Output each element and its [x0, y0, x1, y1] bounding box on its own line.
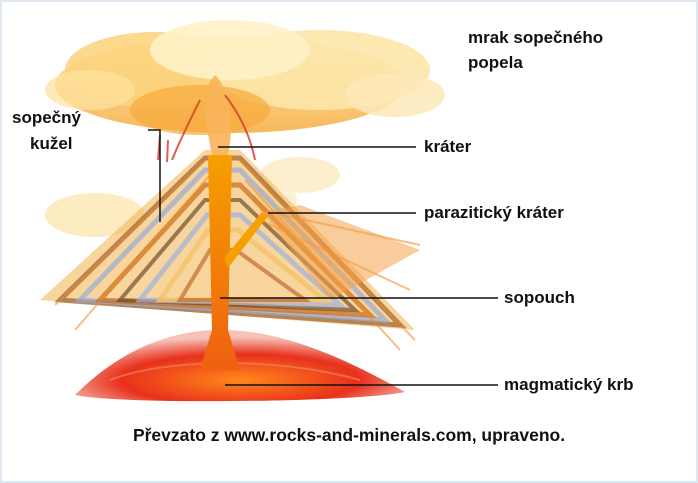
magma-chamber-label: magmatický krb [504, 375, 633, 395]
source-credit: Převzato z www.rocks-and-minerals.com, u… [0, 425, 698, 446]
magma-chamber [75, 330, 405, 401]
ash-cloud-label-line1: mrak sopečného [468, 28, 603, 48]
crater-label: kráter [424, 137, 471, 157]
cone-label-line2: kužel [30, 134, 73, 154]
parasitic-crater-label: parazitický kráter [424, 203, 564, 223]
ash-cloud-label-line2: popela [468, 53, 523, 73]
conduit-label: sopouch [504, 288, 575, 308]
ash-cloud [45, 20, 445, 135]
cone-label-line1: sopečný [12, 108, 81, 128]
